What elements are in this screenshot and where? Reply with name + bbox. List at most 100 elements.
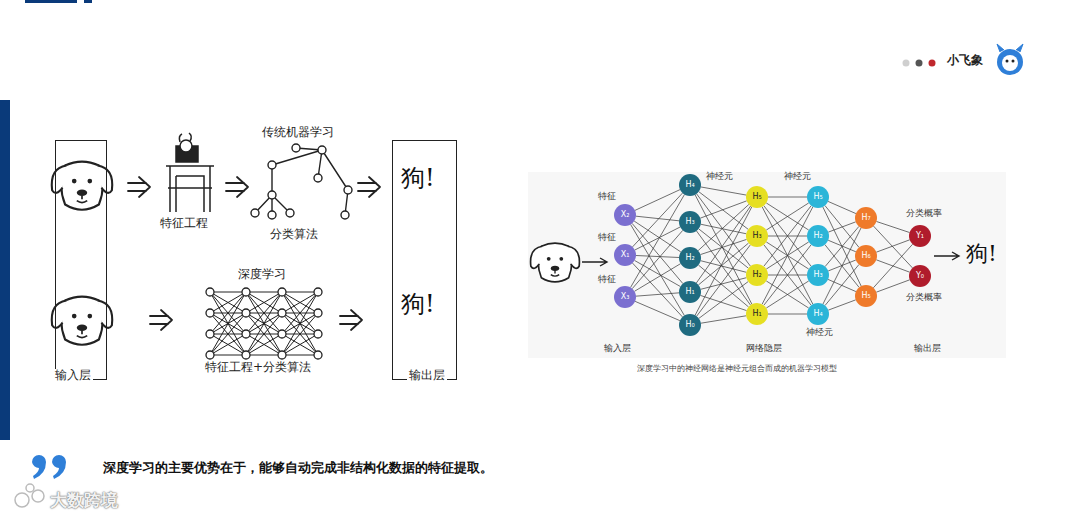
neuron-link [634,264,680,292]
neuron-circle: Y₀ [909,265,931,287]
neuron-circle: H₂ [746,264,768,286]
neuron-circle: H₅ [855,285,877,307]
neuron-link [701,278,747,290]
top-bar [25,0,77,3]
neuron-link [698,243,748,285]
neuron-label: 神经元 [784,171,811,181]
neuron-link [700,239,746,254]
neuron-link [635,190,680,211]
logo-icon [997,44,1023,75]
neuron-label: X₂ [621,211,630,219]
double-arrow [150,310,172,330]
double-arrow [128,177,150,197]
input-layer-box: 输入层 [55,140,107,380]
neuron-link [695,207,752,316]
neuron-link [701,224,746,234]
feature-label: 特征 [598,191,616,201]
neuron-label: Y₀ [916,272,924,280]
neuron-link [631,195,685,288]
quote-text: 深度学习的主要优势在于，能够自动完成非结构化数据的特征提取。 [103,461,493,476]
probability-label: 分类概率 [906,292,942,302]
neuron-link [764,206,811,267]
neuron-link [876,280,909,292]
layer-label: 网络隐层 [746,343,782,353]
neuron-link [701,316,746,323]
neuron-link [876,240,909,252]
neuron-circle: H₇ [855,207,877,229]
neuron-label: H₅ [861,292,870,300]
neuron-link [762,207,813,304]
neuron-circle: H₀ [679,314,701,336]
neuron-label: X₁ [621,251,630,259]
neuron-label: H₁ [752,310,761,318]
top-bar [84,0,92,3]
step-label: 分类算法 [270,228,318,242]
dog-face [52,162,112,210]
neuron-link [634,221,681,252]
neuron-label: H₁ [685,288,694,296]
neuron-link [828,201,856,213]
neuron-link [701,187,746,195]
neuron-circle: H₆ [855,245,877,267]
engineer-icon [166,133,214,212]
network-icon [206,288,322,359]
layer-label: 输出层 [914,343,941,353]
side-bar [0,100,10,440]
dog-face [52,297,112,345]
neuron-label: 神经元 [706,171,733,181]
neuron-label: X₃ [621,293,630,301]
neuron-label: H₆ [861,252,870,260]
feature-label: 特征 [598,274,616,284]
neuron-circle: H₄ [807,303,829,325]
dot [916,60,923,67]
neuron-link [698,265,748,307]
neuron-label: H₃ [685,218,694,226]
output-text: 狗! [401,165,435,193]
neuron-link [700,201,746,218]
arrow [934,252,959,260]
watermark-icon [15,484,44,507]
panel [528,172,1006,358]
neuron-link [696,206,750,283]
neuron-link [635,260,681,286]
dot [929,60,936,67]
neuron-link [701,261,747,273]
neuron-label: H₃ [752,232,761,240]
neuron-link [764,245,811,306]
output-text: 狗! [966,241,997,266]
neuron-label: H₃ [813,271,822,279]
neuron-label: H₅ [813,193,822,201]
neuron-link [762,207,813,304]
neuron-circle: H₃ [807,264,829,286]
double-arrow [226,177,248,197]
neuron-link [700,295,746,310]
neuron-circle: H₃ [679,211,701,233]
quote-mark [32,455,66,479]
neuron-circle: H₂ [679,247,701,269]
dot [903,60,910,67]
neuron-circle: H₁ [679,281,701,303]
neuron-link [697,245,751,316]
neuron-label: H₇ [861,214,870,222]
neuron-label: H₂ [813,232,822,240]
neuron-circle: H₅ [807,186,829,208]
neuron-link [766,281,808,308]
neuron-circle: Y₁ [909,225,931,247]
neuron-label: Y₁ [916,232,924,240]
neuron-link [828,222,855,232]
layer-label: 输入层 [604,343,631,353]
arrow [582,258,607,266]
neuron-link [635,227,680,250]
neuron-link [768,197,807,198]
watermark: 大数跨境 [50,491,118,511]
neuron-link [632,223,683,283]
neuron-circle: H₃ [746,225,768,247]
neuron-label: H₀ [685,321,694,329]
neuron-label: H₂ [752,271,761,279]
neuron-label: 神经元 [806,327,833,337]
neuron-label: H₄ [813,310,822,318]
neuron-link [876,221,909,232]
